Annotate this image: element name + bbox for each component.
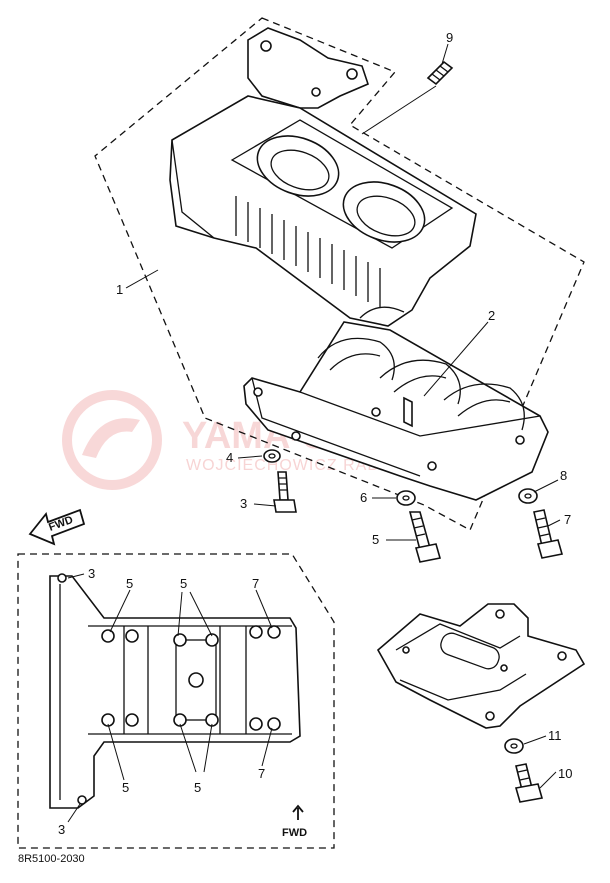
upper-crankcase-flange [247,27,369,109]
washer-part-8 [518,488,538,504]
upper-crankcase-fins [235,196,381,308]
callout-6: 6 [360,490,367,505]
callout-7-upper: 7 [564,512,571,527]
engine-mount-bracket [376,603,586,729]
cylinder-bore-left [256,135,340,197]
dowel-pin [403,396,413,428]
callout-3-bottom-top: 3 [88,566,95,581]
leader-lines [67,43,561,823]
center-boss [188,672,204,688]
fwd-arrow-lower: FWD [282,804,307,839]
diagram-code: 8R5100-2030 [18,853,85,865]
callout-8: 8 [560,468,567,483]
callout-5-bottom-b: 5 [180,576,187,591]
watermark-subtitle: WOJCIECHOWICZ RADAR [186,457,404,474]
bracket-body [376,603,586,729]
fwd-label-lower: FWD [282,827,307,839]
crankcase-bottom-view [49,573,301,809]
callout-9: 9 [446,30,453,45]
callout-7-bottom-top: 7 [252,576,259,591]
callout-3-upper: 3 [240,496,247,511]
callout-4: 4 [226,450,233,465]
callout-1: 1 [116,282,123,297]
callout-10: 10 [558,766,572,781]
callout-labels: 9 1 2 4 3 6 5 8 7 3 5 5 7 5 5 7 3 11 10 [58,30,572,837]
watermark-logo-swoosh [82,418,140,458]
lower-crankcase-body [243,321,549,501]
watermark-logo [62,390,162,490]
main-bearing-journals [317,337,525,431]
callout-5-bottom-c: 5 [122,780,129,795]
callout-5-upper: 5 [372,532,379,547]
lower-crankcase [243,321,549,501]
cylinder-bore-right [342,181,426,243]
stud-part-9 [426,60,454,86]
callout-7-bottom-bottom: 7 [258,766,265,781]
upper-assembly-outline [94,17,585,531]
upper-crankcase-body [169,95,477,327]
bottom-view-outline [17,553,335,849]
bolt-part-10 [514,763,544,803]
callout-2: 2 [488,308,495,323]
callout-11: 11 [548,728,562,743]
callout-5-bottom-d: 5 [194,780,201,795]
upper-crankcase [169,27,477,327]
washer-part-4 [263,449,281,463]
callout-3-bottom-bottom: 3 [58,822,65,837]
callout-5-bottom-a: 5 [126,576,133,591]
washer-part-6 [396,490,416,506]
fwd-label-upper: FWD [47,514,75,534]
fwd-arrow-upper: FWD [28,508,86,546]
bolt-part-3 [273,471,297,513]
bolt-part-5 [408,511,442,563]
nut-part-11 [504,738,524,754]
bolt-part-7 [533,509,564,559]
